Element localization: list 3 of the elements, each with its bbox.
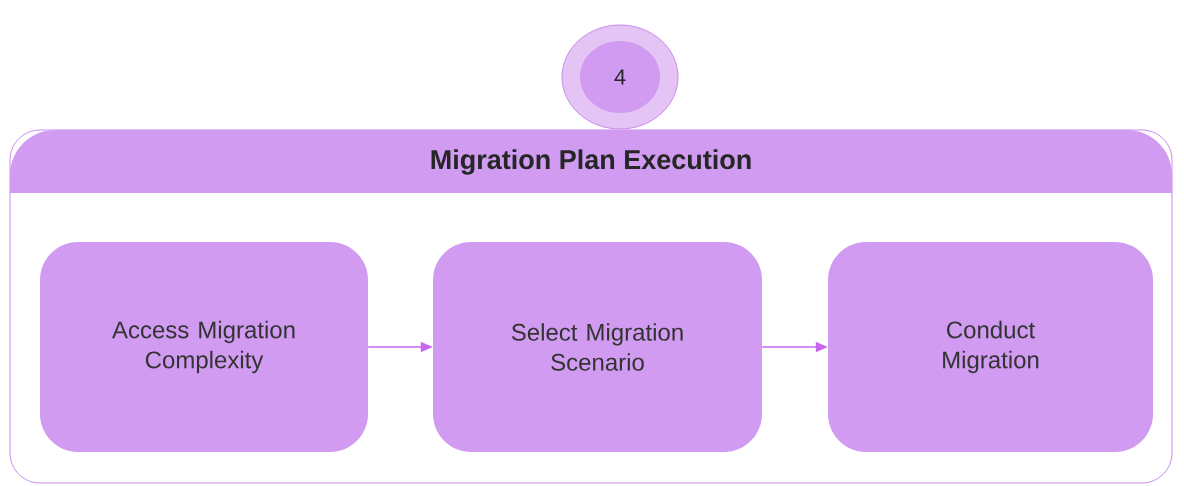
process-box: Select Migration Scenario: [433, 242, 762, 452]
process-box: Conduct Migration: [828, 242, 1153, 452]
process-box: Access Migration Complexity: [40, 242, 368, 452]
